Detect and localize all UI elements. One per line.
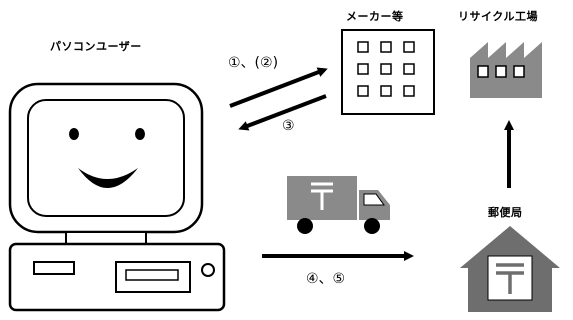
smiling-computer-icon	[8, 82, 226, 312]
step-label-from-maker: ③	[282, 118, 295, 134]
step-label-to-maker: ①、(②)	[228, 55, 279, 71]
recycle-factory-icon	[470, 42, 542, 98]
step-label-to-post: ④、⑤	[306, 271, 346, 287]
label-maker: メーカー等	[346, 10, 404, 23]
postal-truck-icon	[287, 176, 390, 234]
label-pc-user: パソコンユーザー	[50, 40, 142, 53]
label-post-office: 郵便局	[488, 206, 523, 219]
post-office-icon	[460, 226, 560, 312]
maker-building-icon	[341, 29, 435, 115]
arrow-user-to-maker	[229, 67, 328, 108]
label-recycle-plant: リサイクル工場	[458, 10, 538, 23]
arrow-maker-to-user	[238, 94, 327, 131]
